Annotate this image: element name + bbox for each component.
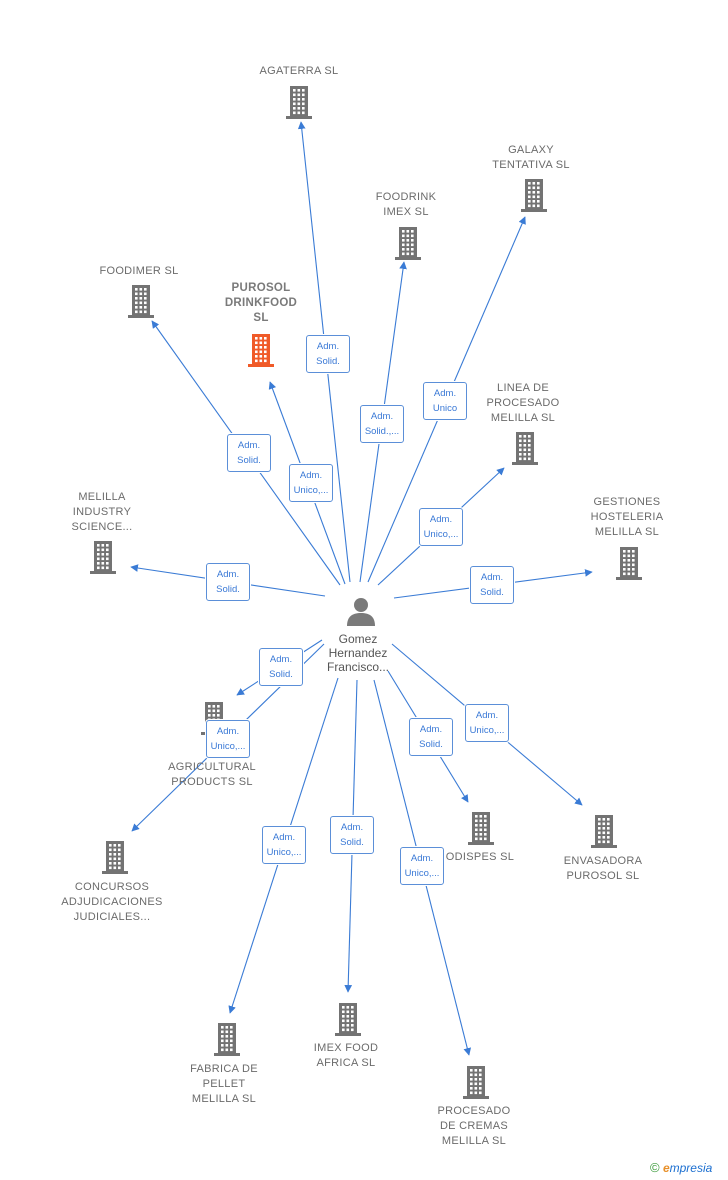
- edge-label-concursos[interactable]: Adm. Unico,...: [206, 720, 250, 758]
- edge-label-purosol[interactable]: Adm. Unico,...: [289, 464, 333, 502]
- building-icon-agaterra[interactable]: [284, 85, 314, 124]
- company-label-concursos[interactable]: CONCURSOS ADJUDICACIONES JUDICIALES...: [61, 881, 163, 923]
- company-label-gestiones[interactable]: GESTIONES HOSTELERIA MELILLA SL: [590, 496, 664, 538]
- company-label-procesado-cremas[interactable]: PROCESADO DE CREMAS MELILLA SL: [437, 1105, 511, 1147]
- empresia-logo: © empresia: [650, 1160, 712, 1175]
- edge-label-gestiones[interactable]: Adm. Solid.: [470, 566, 514, 604]
- edge-label-agaterra[interactable]: Adm. Solid.: [306, 335, 350, 373]
- copyright-symbol: ©: [650, 1160, 660, 1175]
- company-label-linea[interactable]: LINEA DE PROCESADO MELILLA SL: [486, 382, 560, 424]
- company-label-envasadora[interactable]: ENVASADORA PUROSOL SL: [563, 855, 643, 882]
- company-label-imex-africa[interactable]: IMEX FOOD AFRICA SL: [313, 1042, 379, 1069]
- company-label-agricultural[interactable]: AGRICULTURAL PRODUCTS SL: [168, 761, 256, 788]
- company-label-odispes[interactable]: ODISPES SL: [445, 851, 515, 863]
- company-label-agaterra[interactable]: AGATERRA SL: [259, 65, 339, 77]
- building-icon-foodrink[interactable]: [393, 226, 423, 265]
- brand-name: mpresia: [669, 1161, 713, 1175]
- edge-label-agricultural[interactable]: Adm. Solid.: [259, 648, 303, 686]
- brand-initial: e: [662, 1161, 670, 1175]
- edge-label-envasadora[interactable]: Adm. Unico,...: [465, 704, 509, 742]
- person-icon[interactable]: [344, 596, 378, 626]
- edge-label-galaxy[interactable]: Adm. Unico: [423, 382, 467, 420]
- company-label-galaxy[interactable]: GALAXY TENTATIVA SL: [492, 144, 570, 171]
- company-label-foodimer[interactable]: FOODIMER SL: [99, 265, 179, 277]
- edge-label-odispes[interactable]: Adm. Solid.: [409, 718, 453, 756]
- company-label-fabrica[interactable]: FABRICA DE PELLET MELILLA SL: [190, 1063, 258, 1105]
- building-icon-fabrica[interactable]: [212, 1022, 242, 1061]
- building-icon-odispes[interactable]: [466, 811, 496, 850]
- edge-label-procesado-cremas[interactable]: Adm. Unico,...: [400, 847, 444, 885]
- edge-label-fabrica[interactable]: Adm. Unico,...: [262, 826, 306, 864]
- edge-label-linea[interactable]: Adm. Unico,...: [419, 508, 463, 546]
- edge-label-imex-africa[interactable]: Adm. Solid.: [330, 816, 374, 854]
- person-name[interactable]: Gomez Hernandez Francisco...: [326, 632, 389, 674]
- building-icon-imex-africa[interactable]: [333, 1002, 363, 1041]
- building-icon-concursos[interactable]: [100, 840, 130, 879]
- company-label-foodrink[interactable]: FOODRINK IMEX SL: [375, 191, 437, 218]
- edge-label-foodrink[interactable]: Adm. Solid.,...: [360, 405, 404, 443]
- building-icon-melilla-industry[interactable]: [88, 540, 118, 579]
- building-icon-purosol[interactable]: [246, 333, 276, 372]
- building-icon-foodimer[interactable]: [126, 284, 156, 323]
- edge-label-melilla-industry[interactable]: Adm. Solid.: [206, 563, 250, 601]
- building-icon-envasadora[interactable]: [589, 814, 619, 853]
- edge-label-foodimer[interactable]: Adm. Solid.: [227, 434, 271, 472]
- building-icon-gestiones[interactable]: [614, 546, 644, 585]
- company-label-melilla-industry[interactable]: MELILLA INDUSTRY SCIENCE...: [71, 491, 133, 533]
- building-icon-galaxy[interactable]: [519, 178, 549, 217]
- building-icon-procesado-cremas[interactable]: [461, 1065, 491, 1104]
- building-icon-linea[interactable]: [510, 431, 540, 470]
- company-label-purosol[interactable]: PUROSOL DRINKFOOD SL: [224, 282, 298, 324]
